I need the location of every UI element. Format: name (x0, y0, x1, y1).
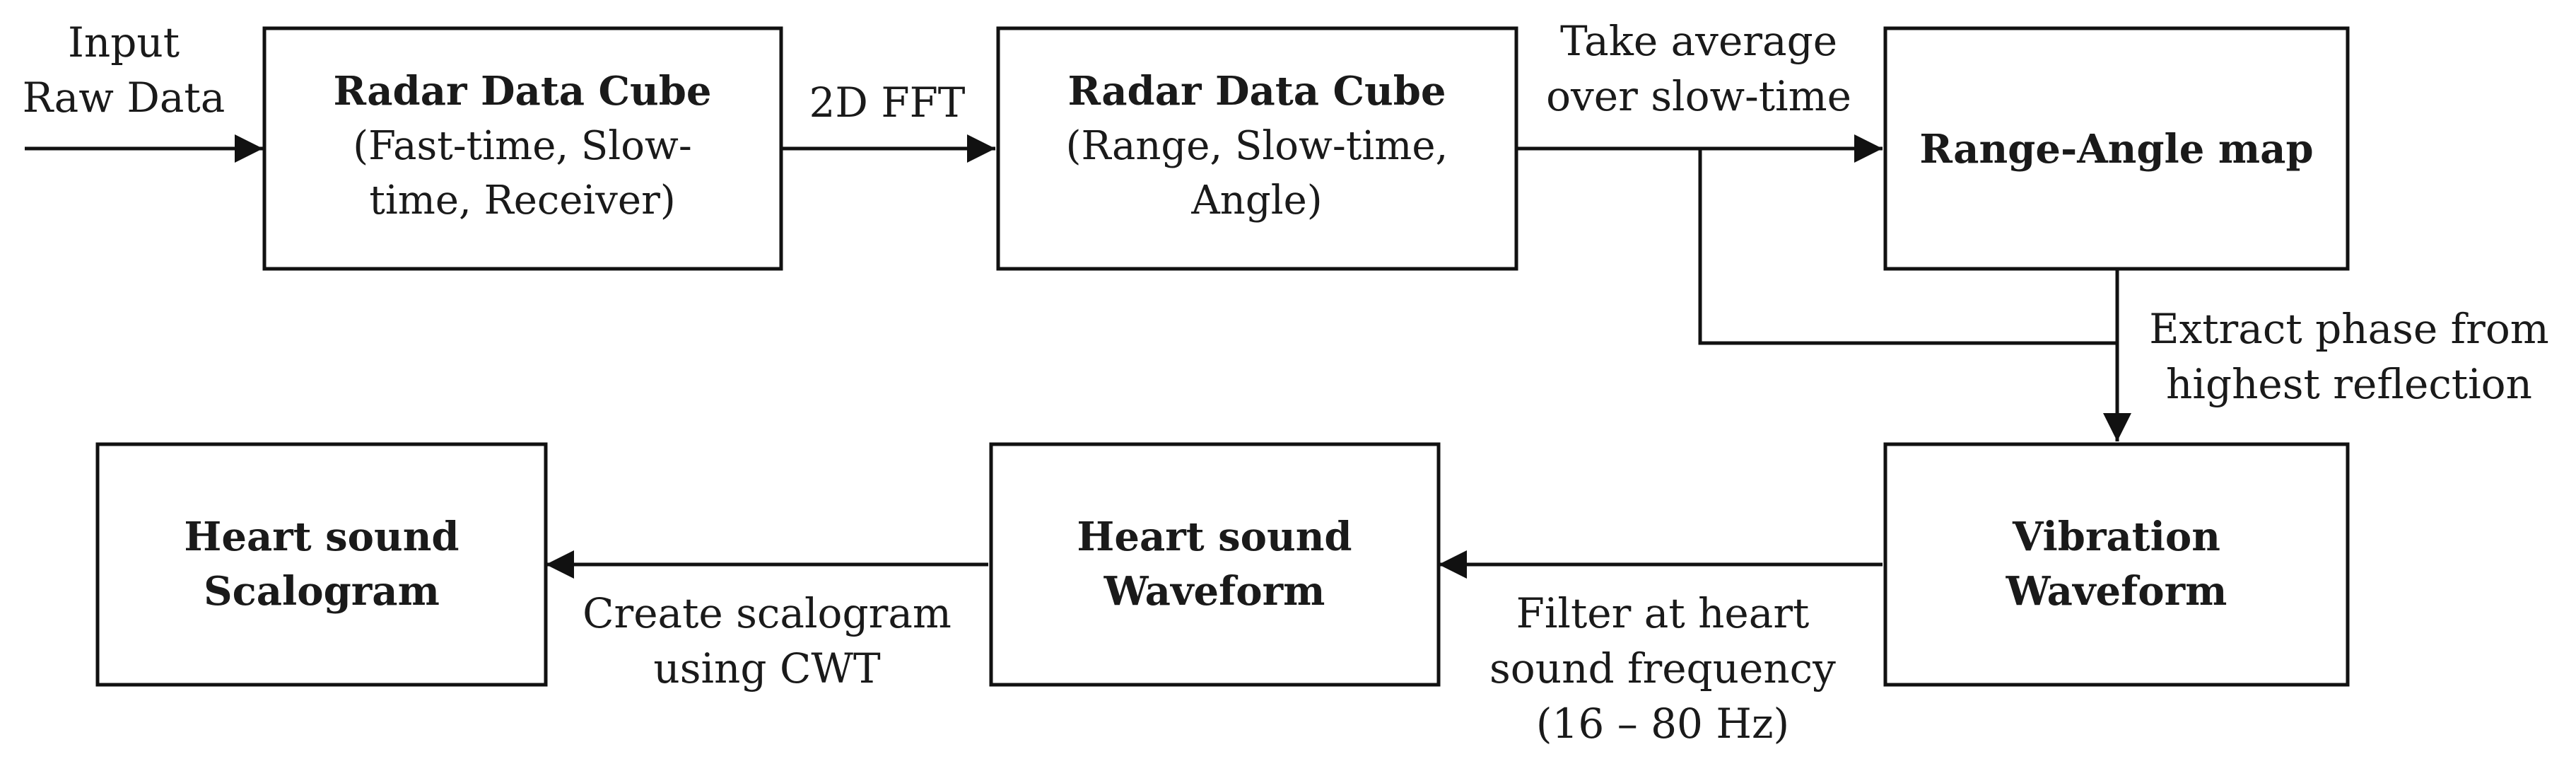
label-extract-phase: Extract phase from highest reflection (2149, 305, 2549, 408)
average-line2: over slow-time (1546, 72, 1851, 120)
label-take-average: Take average over slow-time (1546, 17, 1851, 120)
box-range-angle-map: Range-Angle map (1883, 26, 2350, 271)
cube2-dims-line1: (Range, Slow-time, (1066, 123, 1448, 169)
label-create-scalogram: Create scalogram using CWT (582, 589, 952, 693)
filter-line1: Filter at heart (1516, 589, 1810, 637)
scalogram-line2: using CWT (653, 644, 881, 693)
label-filter-heart-sound: Filter at heart sound frequency (16 – 80… (1489, 589, 1836, 748)
filter-line3: (16 – 80 Hz) (1536, 700, 1789, 748)
label-2d-fft: 2D FFT (809, 79, 965, 127)
range-angle-title: Range-Angle map (1919, 126, 2313, 173)
filter-line2: sound frequency (1489, 644, 1836, 693)
input-line1: Input (68, 18, 180, 66)
box-radar-data-cube-2: Radar Data Cube (Range, Slow-time, Angle… (996, 26, 1518, 271)
hs-waveform-line2: Waveform (1103, 568, 1325, 615)
input-line2: Raw Data (23, 74, 226, 122)
cube1-dims-line2: time, Receiver) (369, 178, 675, 224)
cube1-title: Radar Data Cube (333, 68, 711, 115)
scalogram-line1: Create scalogram (582, 589, 952, 637)
box-radar-data-cube-1: Radar Data Cube (Fast-time, Slow- time, … (262, 26, 783, 271)
cube2-title: Radar Data Cube (1067, 68, 1446, 115)
extract-line2: highest reflection (2166, 360, 2532, 408)
box-vibration-waveform: Vibration Waveform (1883, 442, 2350, 687)
cube2-dims-line2: Angle) (1190, 178, 1322, 224)
hs-scalogram-line2: Scalogram (204, 568, 440, 615)
connector-average-to-extract (1698, 149, 2117, 345)
extract-line1: Extract phase from (2149, 305, 2549, 353)
box-heart-sound-scalogram: Heart sound Scalogram (95, 442, 548, 687)
hs-scalogram-line1: Heart sound (184, 514, 459, 560)
cube1-dims-line1: (Fast-time, Slow- (353, 123, 692, 169)
box-heart-sound-waveform: Heart sound Waveform (989, 442, 1441, 687)
hs-waveform-line1: Heart sound (1077, 514, 1352, 560)
vibration-line1: Vibration (2012, 514, 2220, 560)
label-input-raw-data: Input Raw Data (23, 18, 226, 122)
vibration-line2: Waveform (2006, 568, 2227, 615)
average-line1: Take average (1560, 17, 1837, 65)
